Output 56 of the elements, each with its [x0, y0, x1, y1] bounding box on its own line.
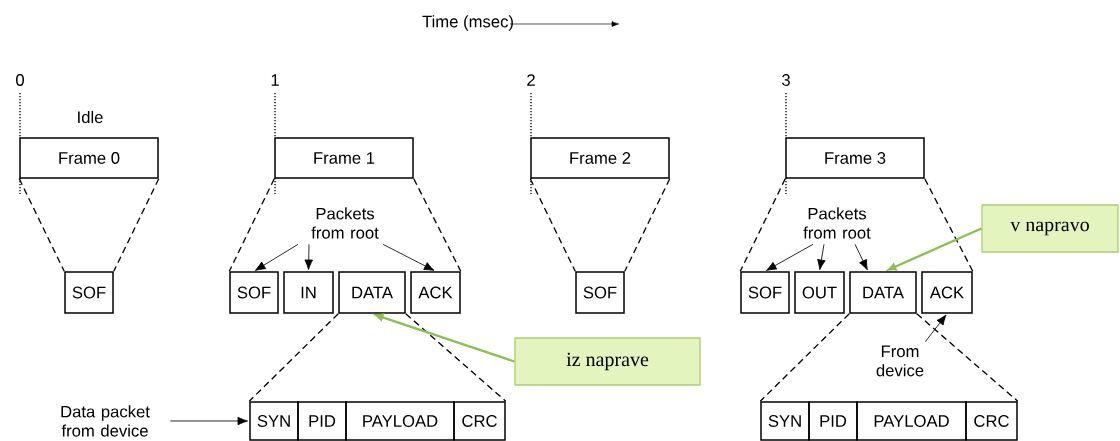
callout-box: v napravo: [981, 204, 1119, 253]
annotation-text: Data packet from device: [61, 405, 150, 437]
callout-box: iz naprave: [514, 337, 701, 386]
expansion-line: [413, 178, 462, 272]
time-tick-label: 3: [782, 74, 790, 86]
time-tick-label: 2: [527, 74, 535, 86]
packet-field-box: CRC: [965, 401, 1018, 441]
arrow: [924, 314, 947, 343]
frame-box: Frame 1: [274, 137, 414, 179]
frame-box: Frame 3: [785, 137, 925, 179]
arrow: [382, 243, 435, 271]
time-tick-label: 1: [271, 74, 279, 86]
arrow: [817, 243, 826, 271]
expansion-line: [624, 178, 671, 272]
frame-box: Frame 0: [19, 137, 159, 179]
arrow: [766, 243, 814, 271]
expansion-line: [759, 313, 850, 402]
packet-field-box: SOF: [740, 271, 790, 314]
expansion-line: [916, 313, 1019, 402]
expansion-line: [924, 178, 974, 272]
expansion-line: [228, 178, 275, 272]
arrow: [304, 243, 313, 270]
packet-field-box: SYN: [249, 401, 299, 441]
packet-field-box: ACK: [410, 271, 461, 314]
packet-field-box: CRC: [453, 401, 506, 441]
packet-field-box: ACK: [921, 271, 973, 314]
packet-field-box: PID: [808, 401, 858, 441]
frame-box: Frame 2: [530, 137, 670, 179]
expansion-line: [248, 313, 339, 402]
packet-field-box: PID: [297, 401, 347, 441]
time-tick-label: 0: [16, 74, 24, 86]
packet-field-box: OUT: [794, 271, 845, 314]
annotation-text: Packets from root: [803, 207, 871, 239]
packet-field-box: SOF: [64, 271, 114, 314]
packet-field-box: IN: [283, 271, 334, 314]
arrow: [854, 243, 868, 271]
axis-label: Time (msec): [422, 15, 513, 31]
packet-field-box: SOF: [575, 271, 625, 314]
arrow: [255, 243, 299, 271]
callout-arrow: [888, 227, 982, 271]
arrow: [169, 416, 249, 426]
expansion-line: [739, 178, 786, 272]
state-label: Idle: [78, 110, 103, 124]
annotation-text: Packets from root: [311, 207, 379, 239]
packet-field-box: DATA: [338, 271, 406, 314]
expansion-line: [405, 313, 507, 402]
packet-field-box: SOF: [229, 271, 279, 314]
packet-field-box: PAYLOAD: [345, 401, 455, 441]
expansion-line: [529, 178, 576, 272]
packet-field-box: PAYLOAD: [856, 401, 967, 441]
annotation-text: From device: [876, 345, 924, 377]
expansion-line: [113, 178, 160, 272]
callout-arrow: [375, 313, 515, 363]
packet-field-box: SYN: [760, 401, 810, 441]
expansion-line: [18, 178, 65, 272]
packet-field-box: DATA: [849, 271, 917, 314]
